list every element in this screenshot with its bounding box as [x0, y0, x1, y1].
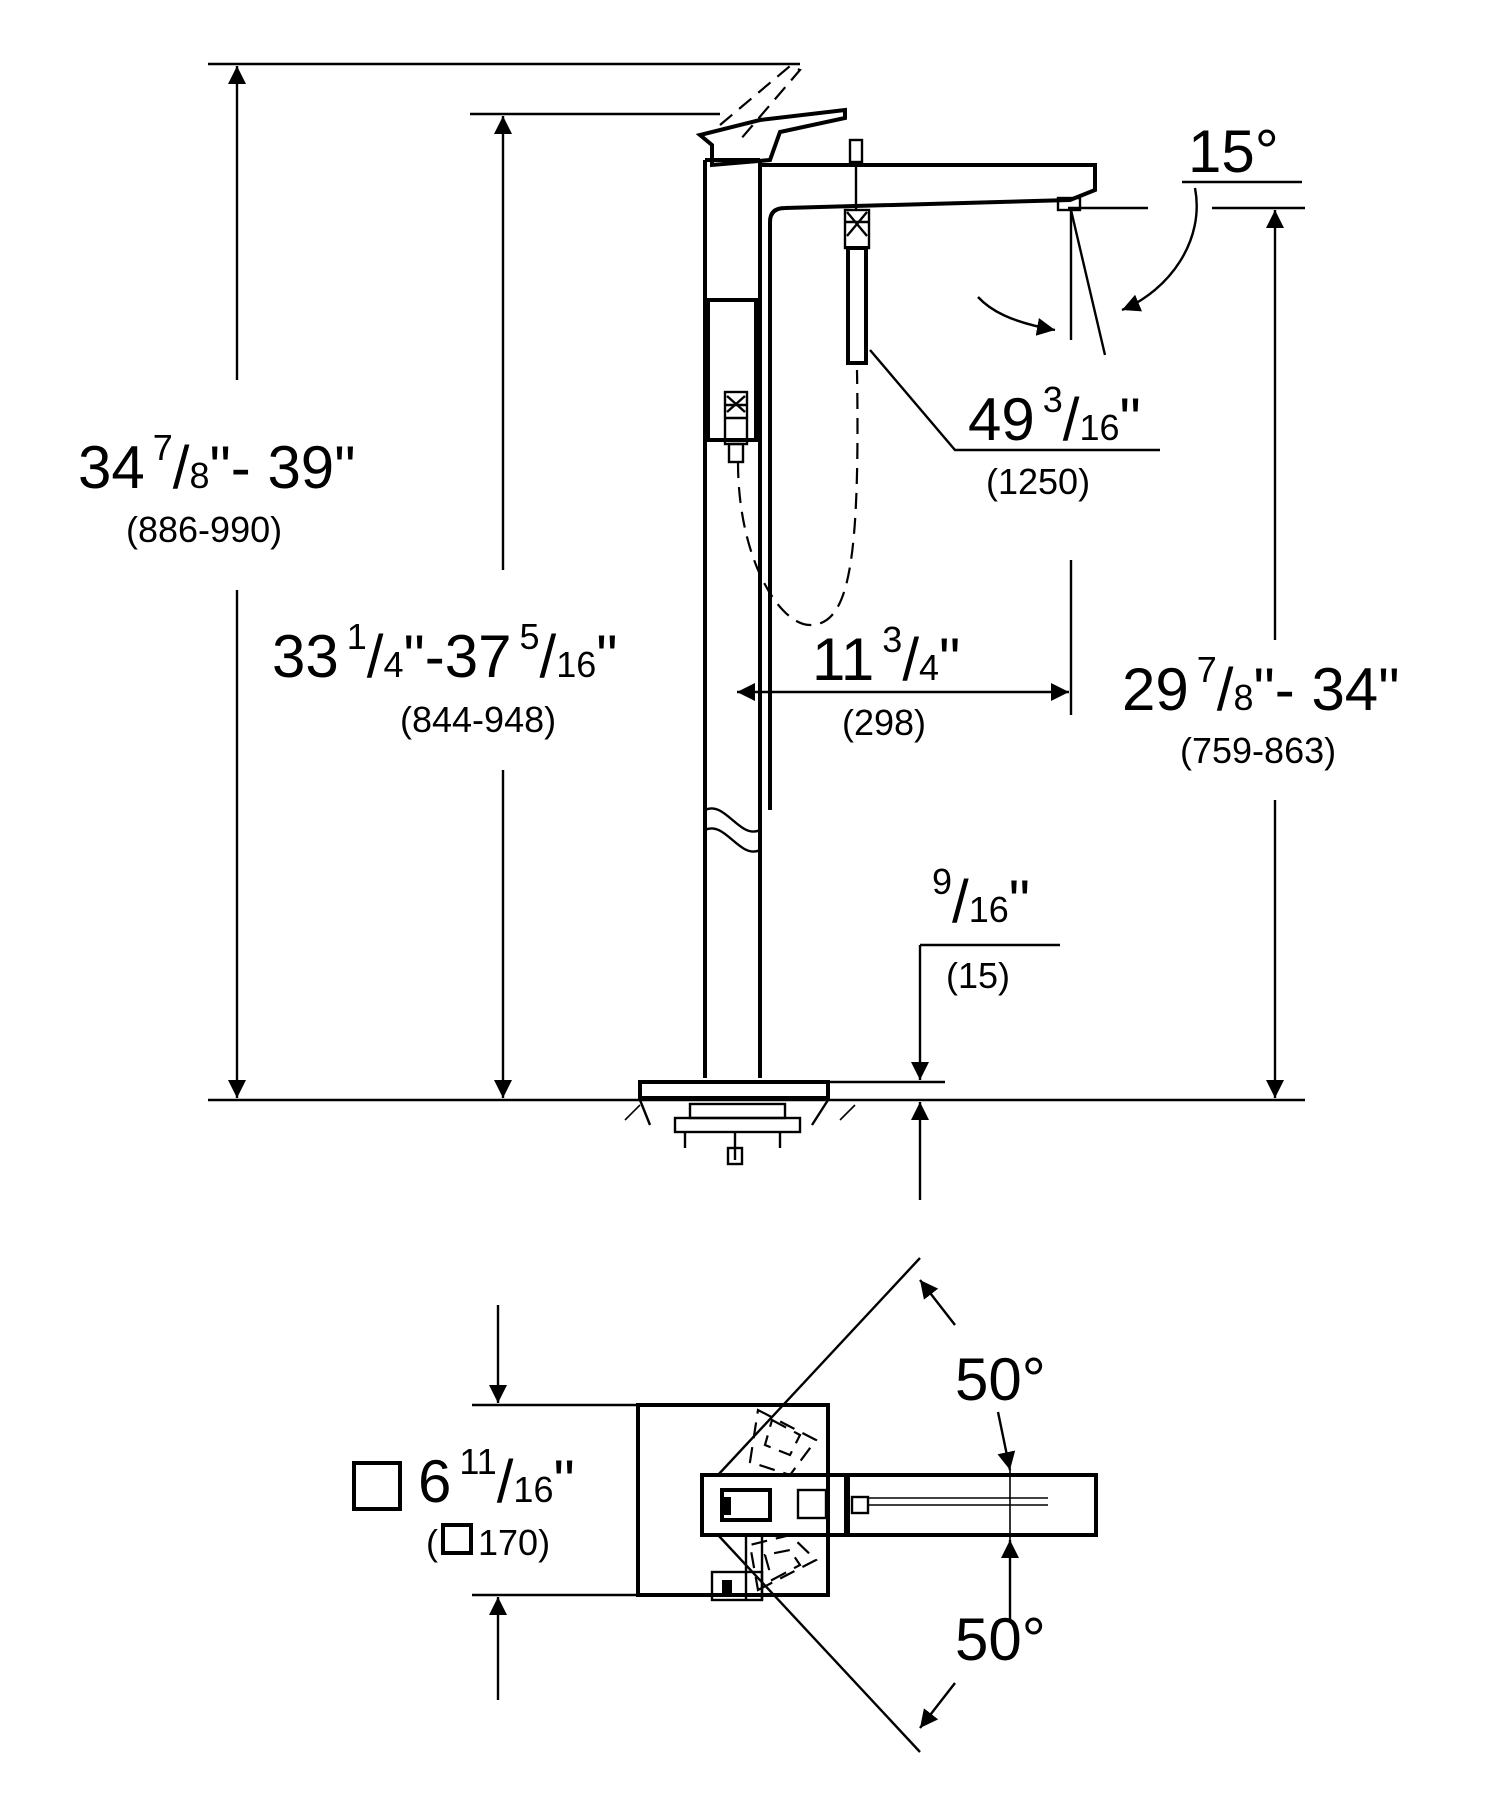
spout-height-metric: (759-863): [1180, 730, 1336, 771]
deck-thickness-label: 9/16": [932, 861, 1030, 935]
base-size-metric-open: (: [426, 1522, 438, 1563]
square-symbol-small-icon: [441, 1523, 473, 1555]
base-size-metric: 170): [478, 1522, 550, 1563]
square-symbol-icon: [352, 1461, 402, 1511]
spout-reach-metric: (298): [842, 702, 926, 743]
hose-length-metric: (1250): [986, 461, 1090, 502]
rotation-upper-label: 50°: [955, 1346, 1046, 1413]
faucet-top: [700, 1408, 1098, 1602]
spout-angle-label: 15°: [1188, 118, 1279, 185]
rotation-dimension: 50° 50°: [717, 1257, 1046, 1753]
overall-height-metric: (886-990): [126, 509, 282, 550]
spout-angle-dimension: 15°: [977, 118, 1302, 356]
deck-thickness-dimension: 9/16" (15): [780, 861, 1060, 1200]
handle-height-metric: (844-948): [400, 699, 556, 740]
faucet-body: [624, 64, 1097, 1166]
deck-thickness-metric: (15): [946, 955, 1010, 996]
base-square: [636, 1403, 830, 1597]
rotation-lower-label: 50°: [955, 1606, 1046, 1673]
